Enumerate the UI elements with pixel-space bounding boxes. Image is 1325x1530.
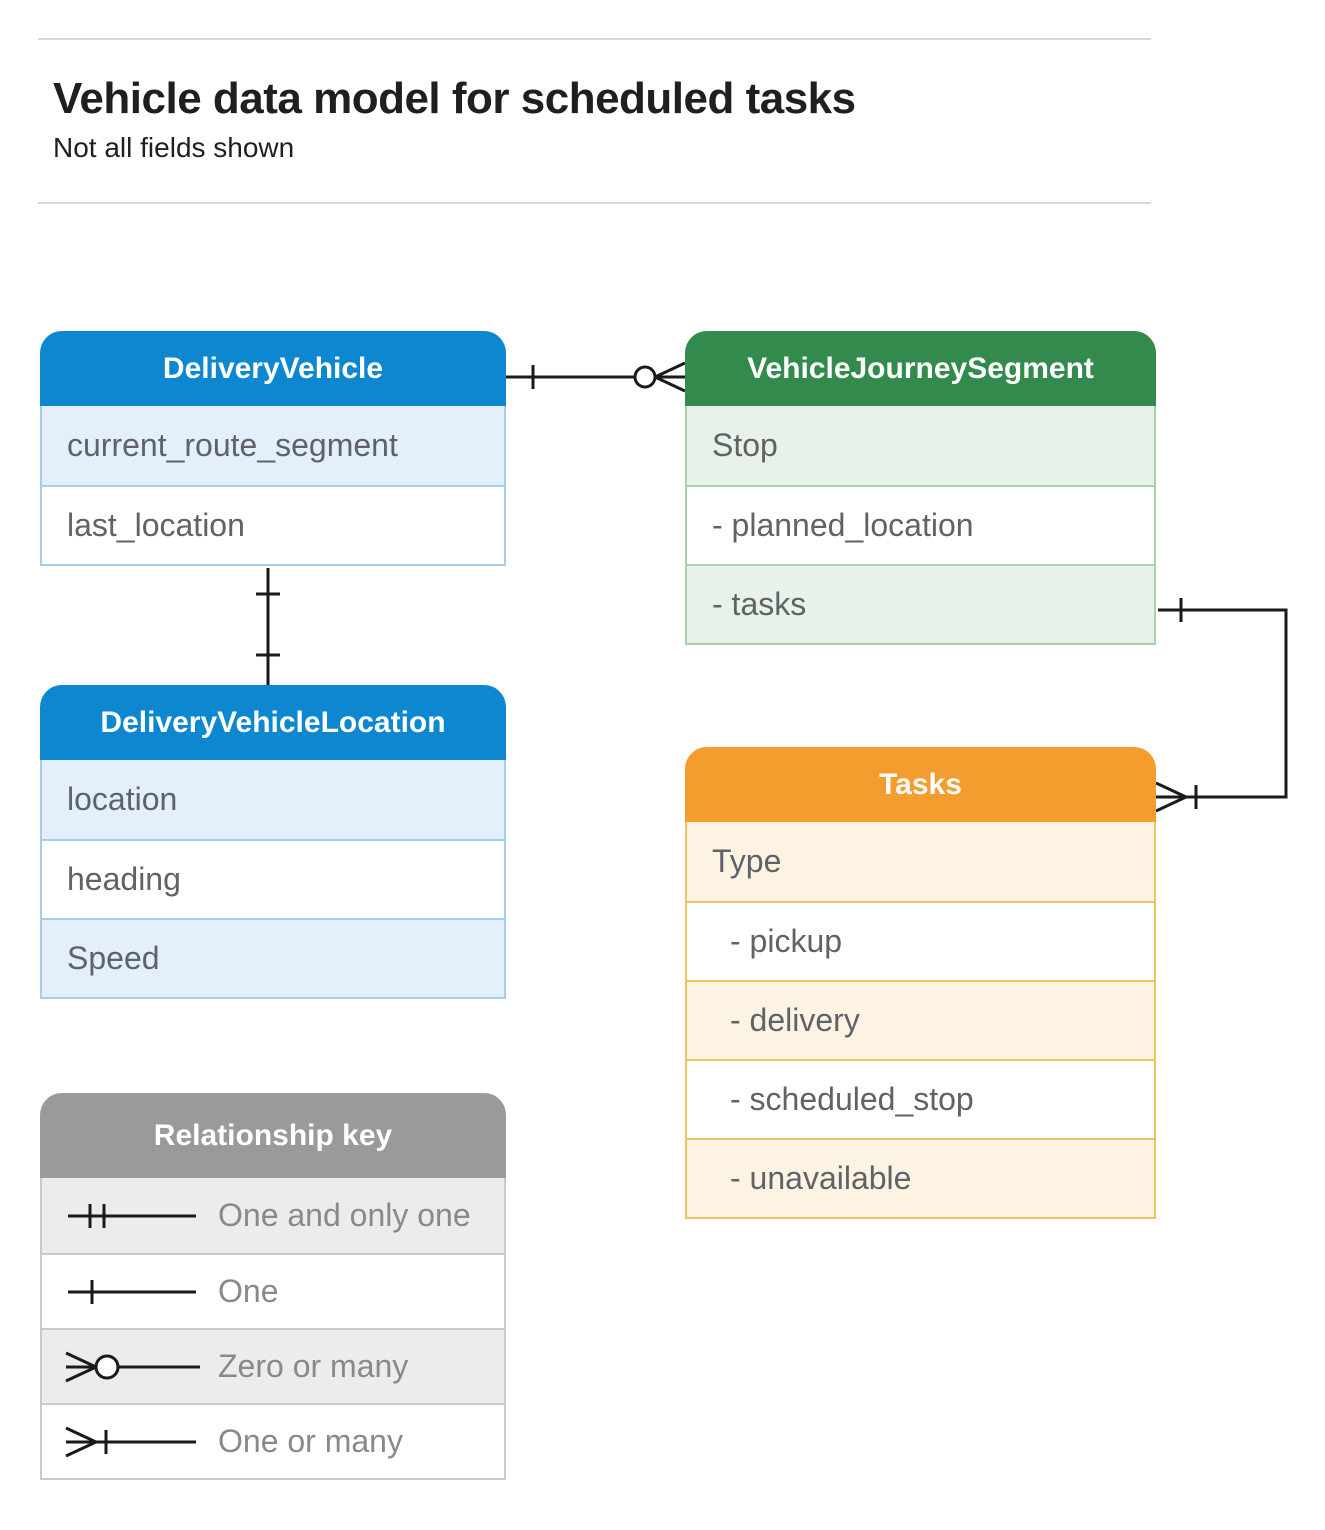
legend-label: One and only one bbox=[218, 1197, 471, 1233]
crow-foot-icon bbox=[1155, 781, 1187, 813]
one-or-many-symbol bbox=[65, 1426, 196, 1457]
legend-label: One or many bbox=[218, 1423, 403, 1459]
field-row: Type bbox=[687, 822, 1154, 901]
entity-delivery-vehicle-location: DeliveryVehicleLocation location heading… bbox=[40, 685, 506, 999]
connector-vehiclejourneysegment-tasks bbox=[1155, 598, 1288, 813]
field-row: - unavailable bbox=[687, 1138, 1154, 1217]
one-symbol bbox=[68, 1279, 196, 1304]
top-divider bbox=[38, 38, 1151, 40]
legend-row: One or many bbox=[42, 1403, 504, 1478]
entity-vehicle-journey-segment: VehicleJourneySegment Stop - planned_loc… bbox=[685, 331, 1156, 645]
connector-line bbox=[1158, 608, 1288, 799]
connector-deliveryvehicle-deliveryvehiclelocation bbox=[256, 568, 280, 685]
entity-fields: Stop - planned_location - tasks bbox=[685, 406, 1156, 645]
zero-circle bbox=[633, 365, 657, 389]
legend-row: One bbox=[42, 1253, 504, 1328]
legend-row: One and only one bbox=[42, 1178, 504, 1253]
entity-fields: location heading Speed bbox=[40, 760, 506, 999]
entity-title: DeliveryVehicle bbox=[40, 331, 506, 406]
entity-title: VehicleJourneySegment bbox=[685, 331, 1156, 406]
legend-label: One bbox=[218, 1273, 279, 1309]
relationship-key-rows: One and only one One Zero or many bbox=[40, 1178, 506, 1480]
relationship-key-title: Relationship key bbox=[40, 1093, 506, 1178]
field-row: Speed bbox=[42, 918, 504, 997]
zero-or-many-symbol bbox=[65, 1351, 200, 1382]
header-divider bbox=[38, 202, 1151, 204]
entity-delivery-vehicle: DeliveryVehicle current_route_segment la… bbox=[40, 331, 506, 566]
field-row: - scheduled_stop bbox=[687, 1059, 1154, 1138]
connector-deliveryvehicle-vehiclejourneysegment bbox=[506, 361, 686, 393]
relationship-key: Relationship key One and only one One bbox=[40, 1093, 506, 1480]
field-row: - tasks bbox=[687, 564, 1154, 643]
entity-tasks: Tasks Type - pickup - delivery - schedul… bbox=[685, 747, 1156, 1219]
field-row: Stop bbox=[687, 406, 1154, 485]
crow-foot-icon bbox=[654, 361, 686, 393]
entity-title: DeliveryVehicleLocation bbox=[40, 685, 506, 760]
page-subtitle: Not all fields shown bbox=[53, 132, 295, 163]
field-row: current_route_segment bbox=[42, 406, 504, 485]
page-title: Vehicle data model for scheduled tasks bbox=[53, 74, 856, 123]
entity-title: Tasks bbox=[685, 747, 1156, 822]
field-row: heading bbox=[42, 839, 504, 918]
legend-row: Zero or many bbox=[42, 1328, 504, 1403]
one-and-only-one-symbol bbox=[68, 1203, 196, 1228]
legend-label: Zero or many bbox=[218, 1348, 409, 1384]
field-row: - delivery bbox=[687, 980, 1154, 1059]
entity-fields: Type - pickup - delivery - scheduled_sto… bbox=[685, 822, 1156, 1219]
field-row: - planned_location bbox=[687, 485, 1154, 564]
field-row: last_location bbox=[42, 485, 504, 564]
field-row: - pickup bbox=[687, 901, 1154, 980]
field-row: location bbox=[42, 760, 504, 839]
entity-fields: current_route_segment last_location bbox=[40, 406, 506, 566]
